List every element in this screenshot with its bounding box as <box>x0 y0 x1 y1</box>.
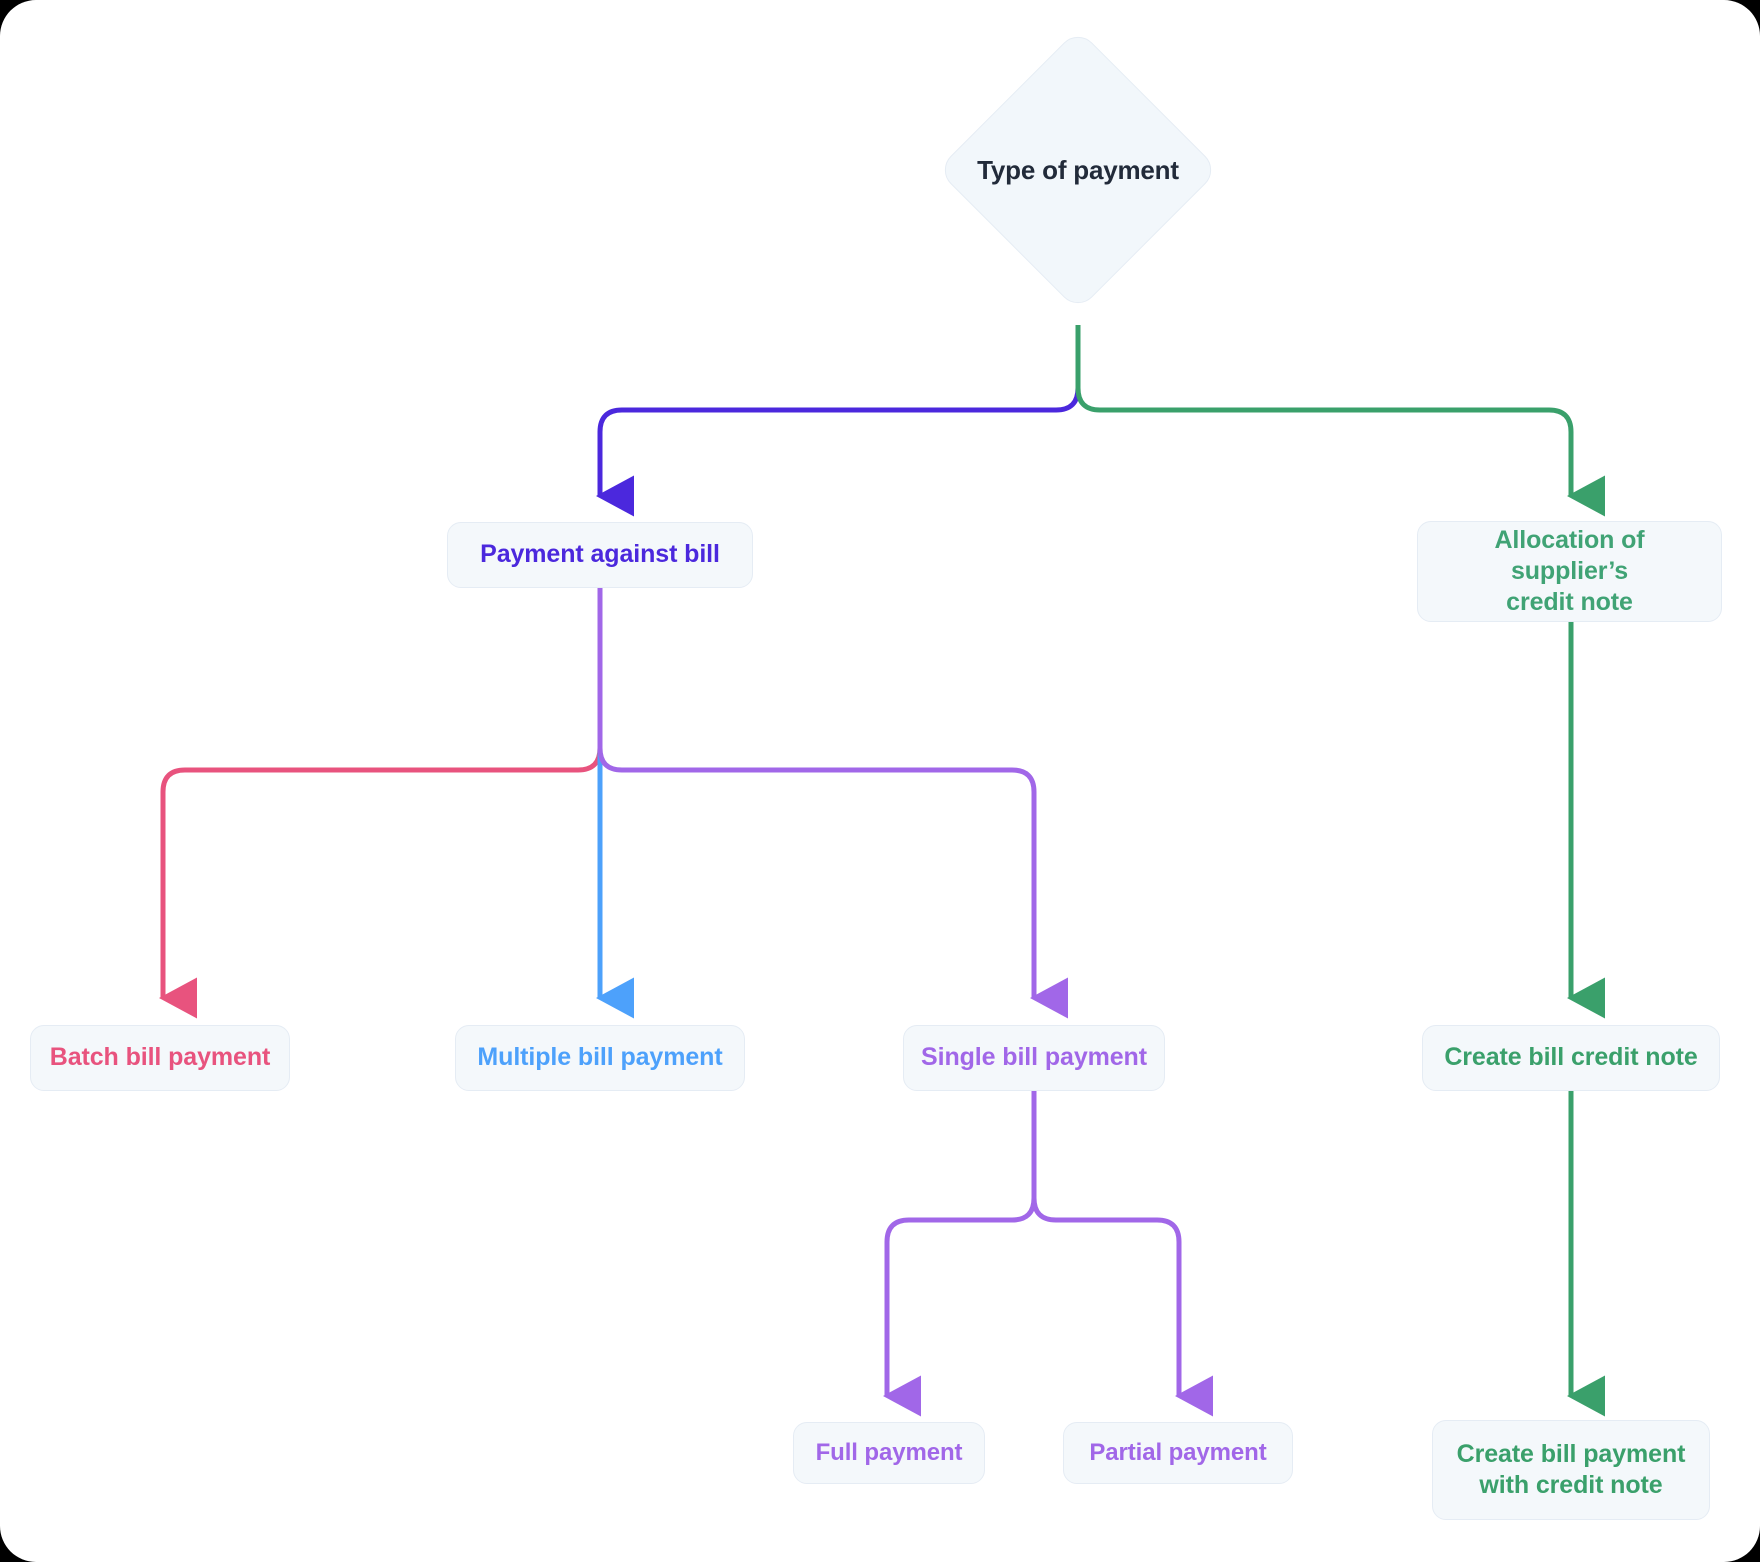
node-label-create-bill-credit-note: Create bill credit note <box>1444 1043 1698 1072</box>
node-full-payment[interactable]: Full payment <box>793 1422 985 1484</box>
node-single-bill-payment[interactable]: Single bill payment <box>903 1025 1165 1091</box>
node-label-batch-bill-payment: Batch bill payment <box>49 1043 271 1072</box>
edge-root-to-allocation <box>1075 325 1606 517</box>
edge-payment-against-bill-to-batch <box>159 588 603 1019</box>
node-label-single-bill-payment: Single bill payment <box>921 1043 1147 1072</box>
edge-single-to-full <box>883 1091 1037 1417</box>
node-partial-payment[interactable]: Partial payment <box>1063 1422 1293 1484</box>
node-label-payment-against-bill: Payment against bill <box>480 540 720 569</box>
edge-payment-against-bill-to-single <box>597 588 1069 1019</box>
decision-label-type-of-payment: Type of payment <box>977 154 1179 185</box>
node-label-create-bill-payment-line2: with credit note <box>1479 1471 1663 1499</box>
node-payment-against-bill[interactable]: Payment against bill <box>447 522 753 588</box>
node-create-bill-payment-with-credit-note[interactable]: Create bill payment with credit note <box>1432 1420 1710 1520</box>
node-batch-bill-payment[interactable]: Batch bill payment <box>30 1025 290 1091</box>
edge-root-to-payment-against-bill <box>596 325 1081 517</box>
node-label-allocation-line2: credit note <box>1506 588 1633 617</box>
node-label-allocation-line1: Allocation of supplier’s <box>1494 525 1645 585</box>
node-label-full-payment: Full payment <box>815 1439 963 1466</box>
node-allocation-of-suppliers-credit-note[interactable]: Allocation of supplier’s credit note <box>1417 521 1722 622</box>
node-multiple-bill-payment[interactable]: Multiple bill payment <box>455 1025 745 1091</box>
node-label-create-bill-payment-line1: Create bill payment <box>1456 1439 1686 1468</box>
node-create-bill-credit-note[interactable]: Create bill credit note <box>1422 1025 1720 1091</box>
node-label-multiple-bill-payment: Multiple bill payment <box>477 1043 723 1072</box>
edge-single-to-partial <box>1031 1091 1214 1417</box>
node-label-partial-payment: Partial payment <box>1089 1439 1267 1466</box>
